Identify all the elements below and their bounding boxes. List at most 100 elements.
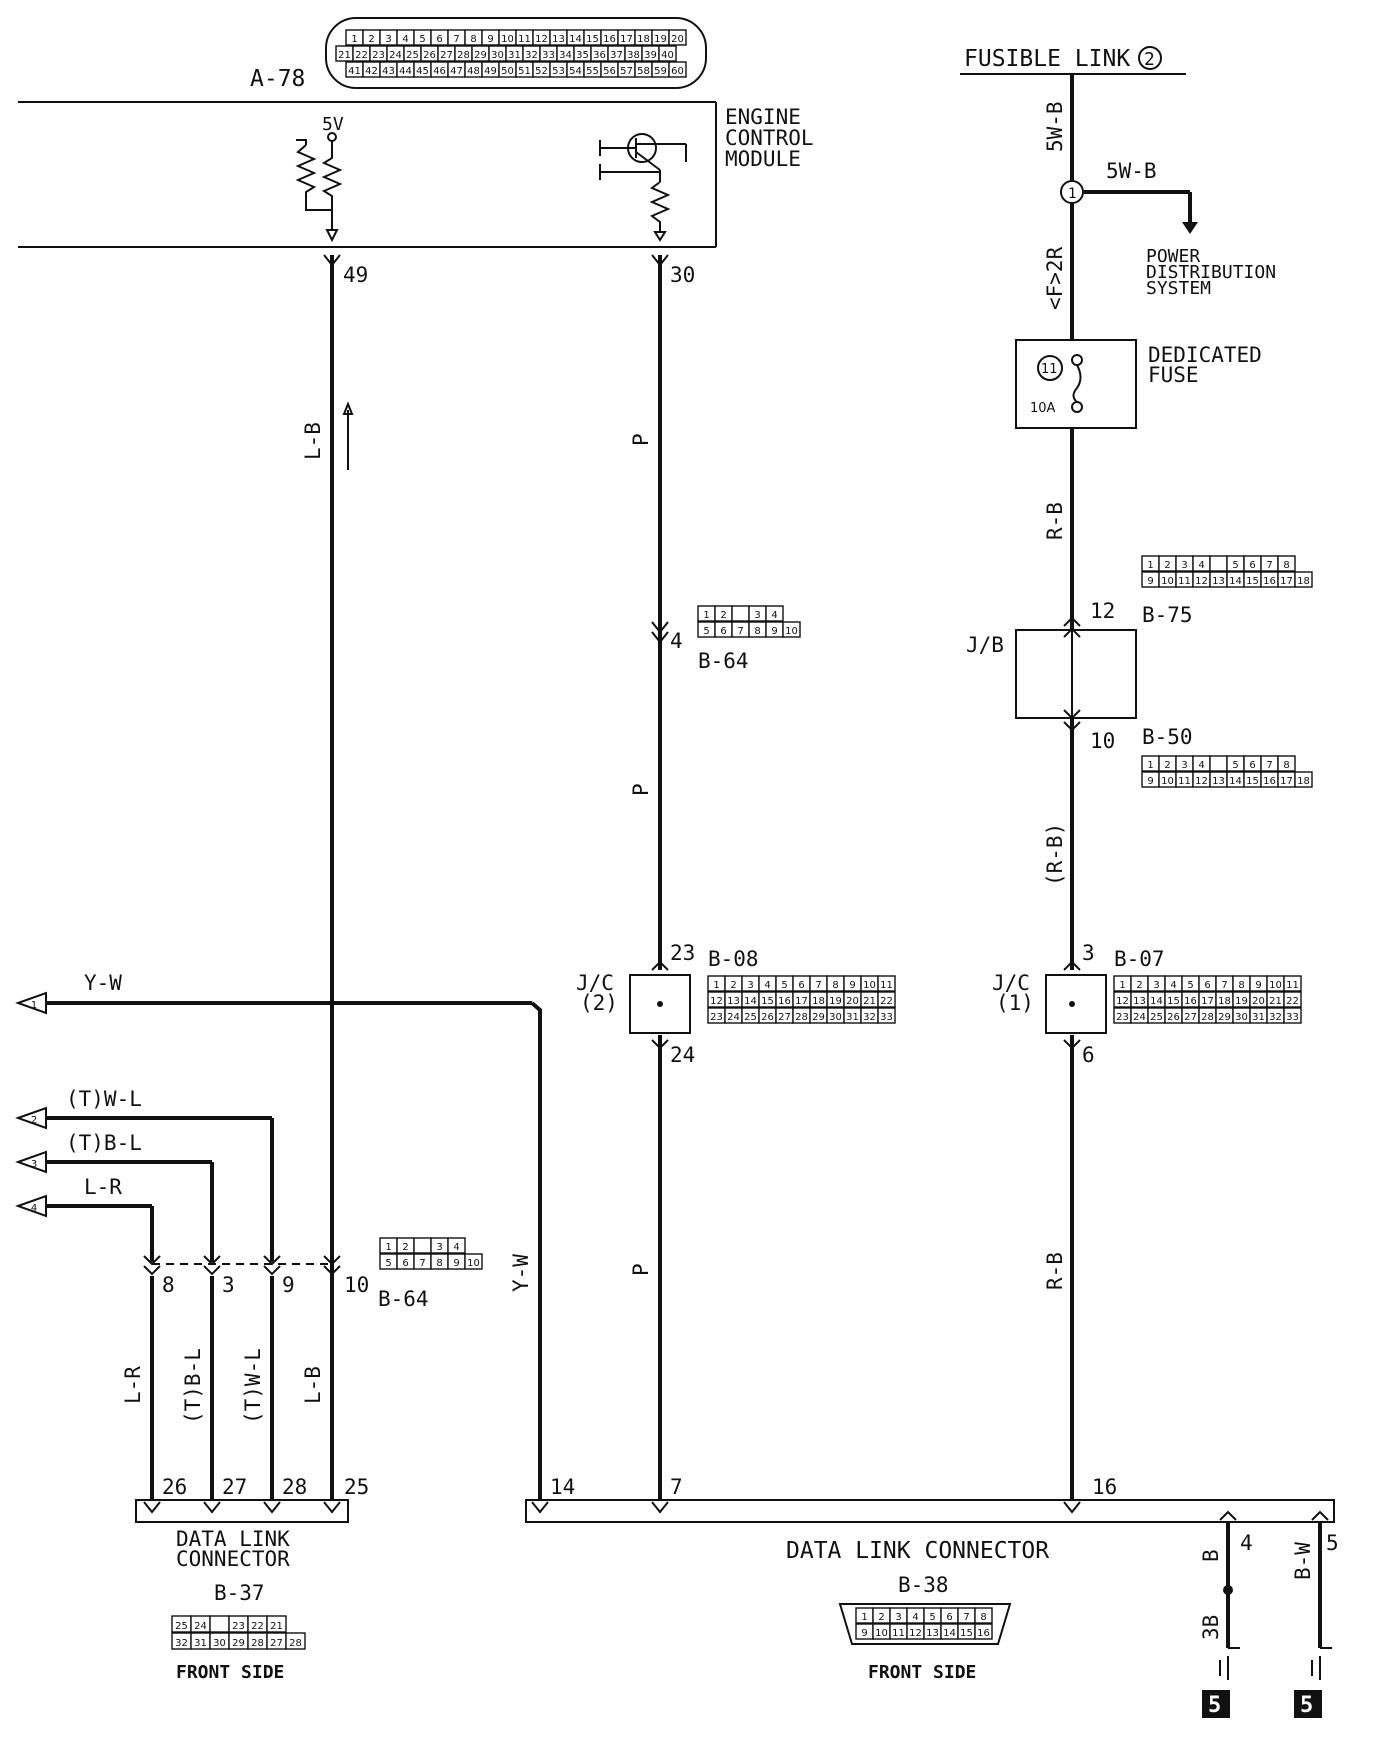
b38-pin-14: 14 <box>550 1475 575 1499</box>
b64-upper-row2-pin-label: 5 <box>703 626 709 637</box>
b38-row1-pin-label: 1 <box>861 1612 867 1623</box>
a78-row2-pin-label: 25 <box>406 50 419 61</box>
b64-pin-9: 9 <box>282 1273 295 1297</box>
a78-row3-pin-label: 52 <box>535 66 548 77</box>
b37-front-side: FRONT SIDE <box>176 1662 284 1683</box>
ground-number-2: 5 <box>1300 1693 1313 1718</box>
b08-row3-pin-label: 29 <box>812 1012 825 1023</box>
b07-row3-pin-label: 27 <box>1184 1012 1197 1023</box>
b07-row2-cell <box>1283 991 1302 1008</box>
wire-t-w-l <box>46 1116 274 1505</box>
b64-id-lower: B-64 <box>378 1287 429 1311</box>
b37-row1-cell <box>209 1615 230 1633</box>
b64-lower-row2-pin-label: 6 <box>402 1258 408 1269</box>
b37-row1-pin-label: 21 <box>270 1621 283 1632</box>
b07-row2-pin-label: 16 <box>1184 996 1197 1007</box>
b08-row2-pin-label: 22 <box>880 996 893 1007</box>
a78-row2-pin-label: 29 <box>474 50 487 61</box>
b37-row2-pin-label: 29 <box>232 1638 245 1649</box>
jc1-pin-6: 6 <box>1082 1043 1095 1067</box>
b38-row1-pin-label: 3 <box>895 1612 901 1623</box>
b75-row2-pin-label: 17 <box>1280 576 1293 587</box>
b37-row1-pin-label: 25 <box>175 1621 188 1632</box>
b38-row2-pin-label: 15 <box>960 1628 973 1639</box>
wire-label-l-r-vertical: L-R <box>121 1366 145 1404</box>
wire-label-y-w-vertical: Y-W <box>509 1254 533 1292</box>
a78-row3-pin-label: 60 <box>671 66 684 77</box>
b64-upper-row1-pin-label: 4 <box>771 610 777 621</box>
b38-row2-pin-label: 10 <box>875 1628 888 1639</box>
power-dist-line-1: POWER <box>1146 246 1200 267</box>
wire-p-main <box>651 254 669 1505</box>
b75-row1-pin-label: 5 <box>1232 560 1238 571</box>
b64-lower-row1-pin-label: 4 <box>453 1242 459 1253</box>
wire-label-p-1: P <box>629 433 653 446</box>
b08-row3-pin-label: 27 <box>778 1012 791 1023</box>
b08-row3-pin-label: 33 <box>880 1012 893 1023</box>
b07-row3-pin-label: 33 <box>1286 1012 1299 1023</box>
a78-row3-pin-label: 46 <box>433 66 446 77</box>
junction-block <box>1015 629 1137 719</box>
a78-row3-pin-label: 45 <box>416 66 429 77</box>
b64-lower-row2-pin-label: 10 <box>467 1258 480 1269</box>
offpage-arrow-icon <box>15 1106 47 1130</box>
wire-label-5w-b-branch: 5W-B <box>1106 159 1157 183</box>
a78-row2-pin-label: 34 <box>559 50 572 61</box>
a78-row1-pin-label: 14 <box>569 34 582 45</box>
a78-row2-pin-label: 32 <box>525 50 538 61</box>
ecm-pin-30: 30 <box>670 263 695 287</box>
b50-row2-pin-label: 9 <box>1147 776 1153 787</box>
jc2-node <box>657 1001 663 1007</box>
ecm-title-line-2: CONTROL <box>725 126 814 150</box>
b38-row2-pin-label: 11 <box>892 1628 905 1639</box>
b08-row2-pin-label: 21 <box>863 996 876 1007</box>
b64-lower-row2-pin-label: 5 <box>385 1258 391 1269</box>
b07-row3-pin-label: 23 <box>1116 1012 1129 1023</box>
a78-connector-id: A-78 <box>250 66 305 92</box>
b07-row1-pin-label: 1 <box>1119 980 1125 991</box>
jc1-pin-3: 3 <box>1082 941 1095 965</box>
fuse-number-circle <box>1037 355 1063 381</box>
b50-row1-pin-label: 5 <box>1232 760 1238 771</box>
b07-row2-pin-label: 21 <box>1269 996 1282 1007</box>
a78-row3-pin-label: 53 <box>552 66 565 77</box>
a78-row1-pin-label: 15 <box>586 34 599 45</box>
a78-row2-pin-label: 21 <box>338 50 351 61</box>
fuse-rating: 10A <box>1030 401 1056 416</box>
a78-row2-pin-label: 36 <box>593 50 606 61</box>
wire-label-t-b-l-vertical: (T)B-L <box>181 1348 205 1424</box>
a78-row2-pin-label: 28 <box>457 50 470 61</box>
b08-row1-pin-label: 5 <box>781 980 787 991</box>
b08-row2-pin-label: 20 <box>846 996 859 1007</box>
engine-control-module <box>18 101 717 248</box>
b08-row2-pin-label: 16 <box>778 996 791 1007</box>
a78-row1-pin-label: 4 <box>402 34 408 45</box>
b75-row1-pin-label: 2 <box>1164 560 1170 571</box>
power-dist-line-2: DISTRIBUTION <box>1146 262 1276 283</box>
b38-row2-pin-label: 16 <box>977 1628 990 1639</box>
b07-row1-pin-label: 9 <box>1255 980 1261 991</box>
b75-row2-cell <box>1294 571 1313 588</box>
b07-row3-pin-label: 28 <box>1201 1012 1214 1023</box>
b08-row1-pin-label: 1 <box>713 980 719 991</box>
offpage-arrow-icon <box>15 1150 47 1174</box>
b75-row2-pin-label: 18 <box>1297 576 1310 587</box>
b38-row1-pin-label: 4 <box>912 1612 918 1623</box>
b75-row1-pin-label: 6 <box>1249 560 1255 571</box>
jb-pin-12: 12 <box>1090 599 1115 623</box>
b50-row2-pin-label: 10 <box>1161 776 1174 787</box>
a78-row1-pin-label: 10 <box>501 34 514 45</box>
b64-lower-row2-cell <box>464 1253 483 1270</box>
b07-row1-pin-label: 7 <box>1221 980 1227 991</box>
a78-row3-pin-label: 51 <box>518 66 531 77</box>
b08-row1-pin-label: 11 <box>880 980 893 991</box>
b64-upper-row2-pin-label: 6 <box>720 626 726 637</box>
b64-upper-row1-cell <box>731 605 750 622</box>
b50-row2-pin-label: 14 <box>1229 776 1242 787</box>
b08-row2-cell <box>877 991 896 1008</box>
b38-row1-pin-label: 2 <box>878 1612 884 1623</box>
wire-t-b-l <box>46 1160 214 1505</box>
